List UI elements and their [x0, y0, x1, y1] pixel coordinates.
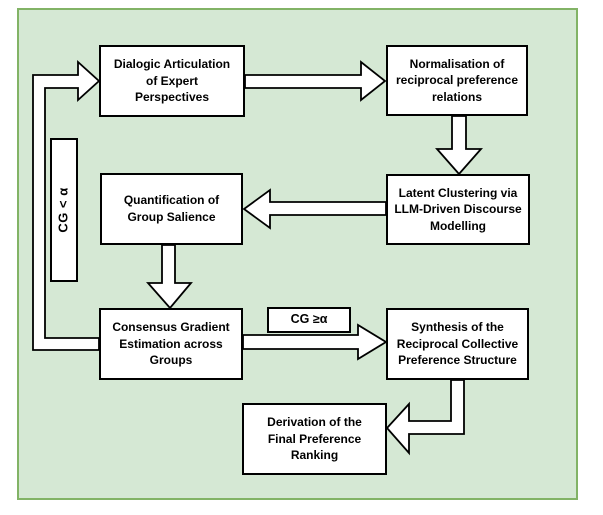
condition-label: CG ≥α — [290, 312, 328, 327]
node-consensus-gradient: Consensus Gradient Estimation across Gro… — [99, 308, 243, 380]
arrow-consensus-to-synthesis — [242, 323, 388, 361]
arrow-quantification-to-consensus — [146, 244, 193, 310]
node-quantification: Quantification of Group Salience — [100, 173, 243, 245]
node-dialogic-articulation: Dialogic Articulation of Expert Perspect… — [99, 45, 245, 117]
node-latent-clustering: Latent Clustering via LLM-Driven Discour… — [386, 174, 530, 245]
node-synthesis: Synthesis of the Reciprocal Collective P… — [386, 308, 529, 380]
node-label: Derivation of the Final Preference Ranki… — [267, 415, 362, 463]
condition-feedback-loop: CG < α — [50, 138, 78, 282]
arrow-dialogic-to-normalisation — [244, 60, 387, 102]
node-normalisation: Normalisation of reciprocal preference r… — [386, 45, 528, 116]
condition-threshold-met: CG ≥α — [267, 307, 351, 333]
arrow-feedback-loop-consensus-to-dialogic — [32, 59, 101, 351]
node-derivation: Derivation of the Final Preference Ranki… — [242, 403, 387, 475]
condition-label: CG < α — [56, 187, 72, 233]
node-label: Dialogic Articulation of Expert Perspect… — [113, 57, 231, 105]
node-label: Latent Clustering via LLM-Driven Discour… — [394, 185, 522, 233]
arrow-synthesis-to-derivation — [385, 379, 465, 456]
node-label: Synthesis of the Reciprocal Collective P… — [396, 320, 519, 368]
node-label: Consensus Gradient Estimation across Gro… — [112, 320, 230, 368]
arrow-latent-to-quantification — [242, 188, 387, 230]
node-label: Normalisation of reciprocal preference r… — [395, 56, 519, 104]
node-label: Quantification of Group Salience — [123, 193, 220, 224]
arrow-normalisation-to-latent — [435, 115, 483, 176]
